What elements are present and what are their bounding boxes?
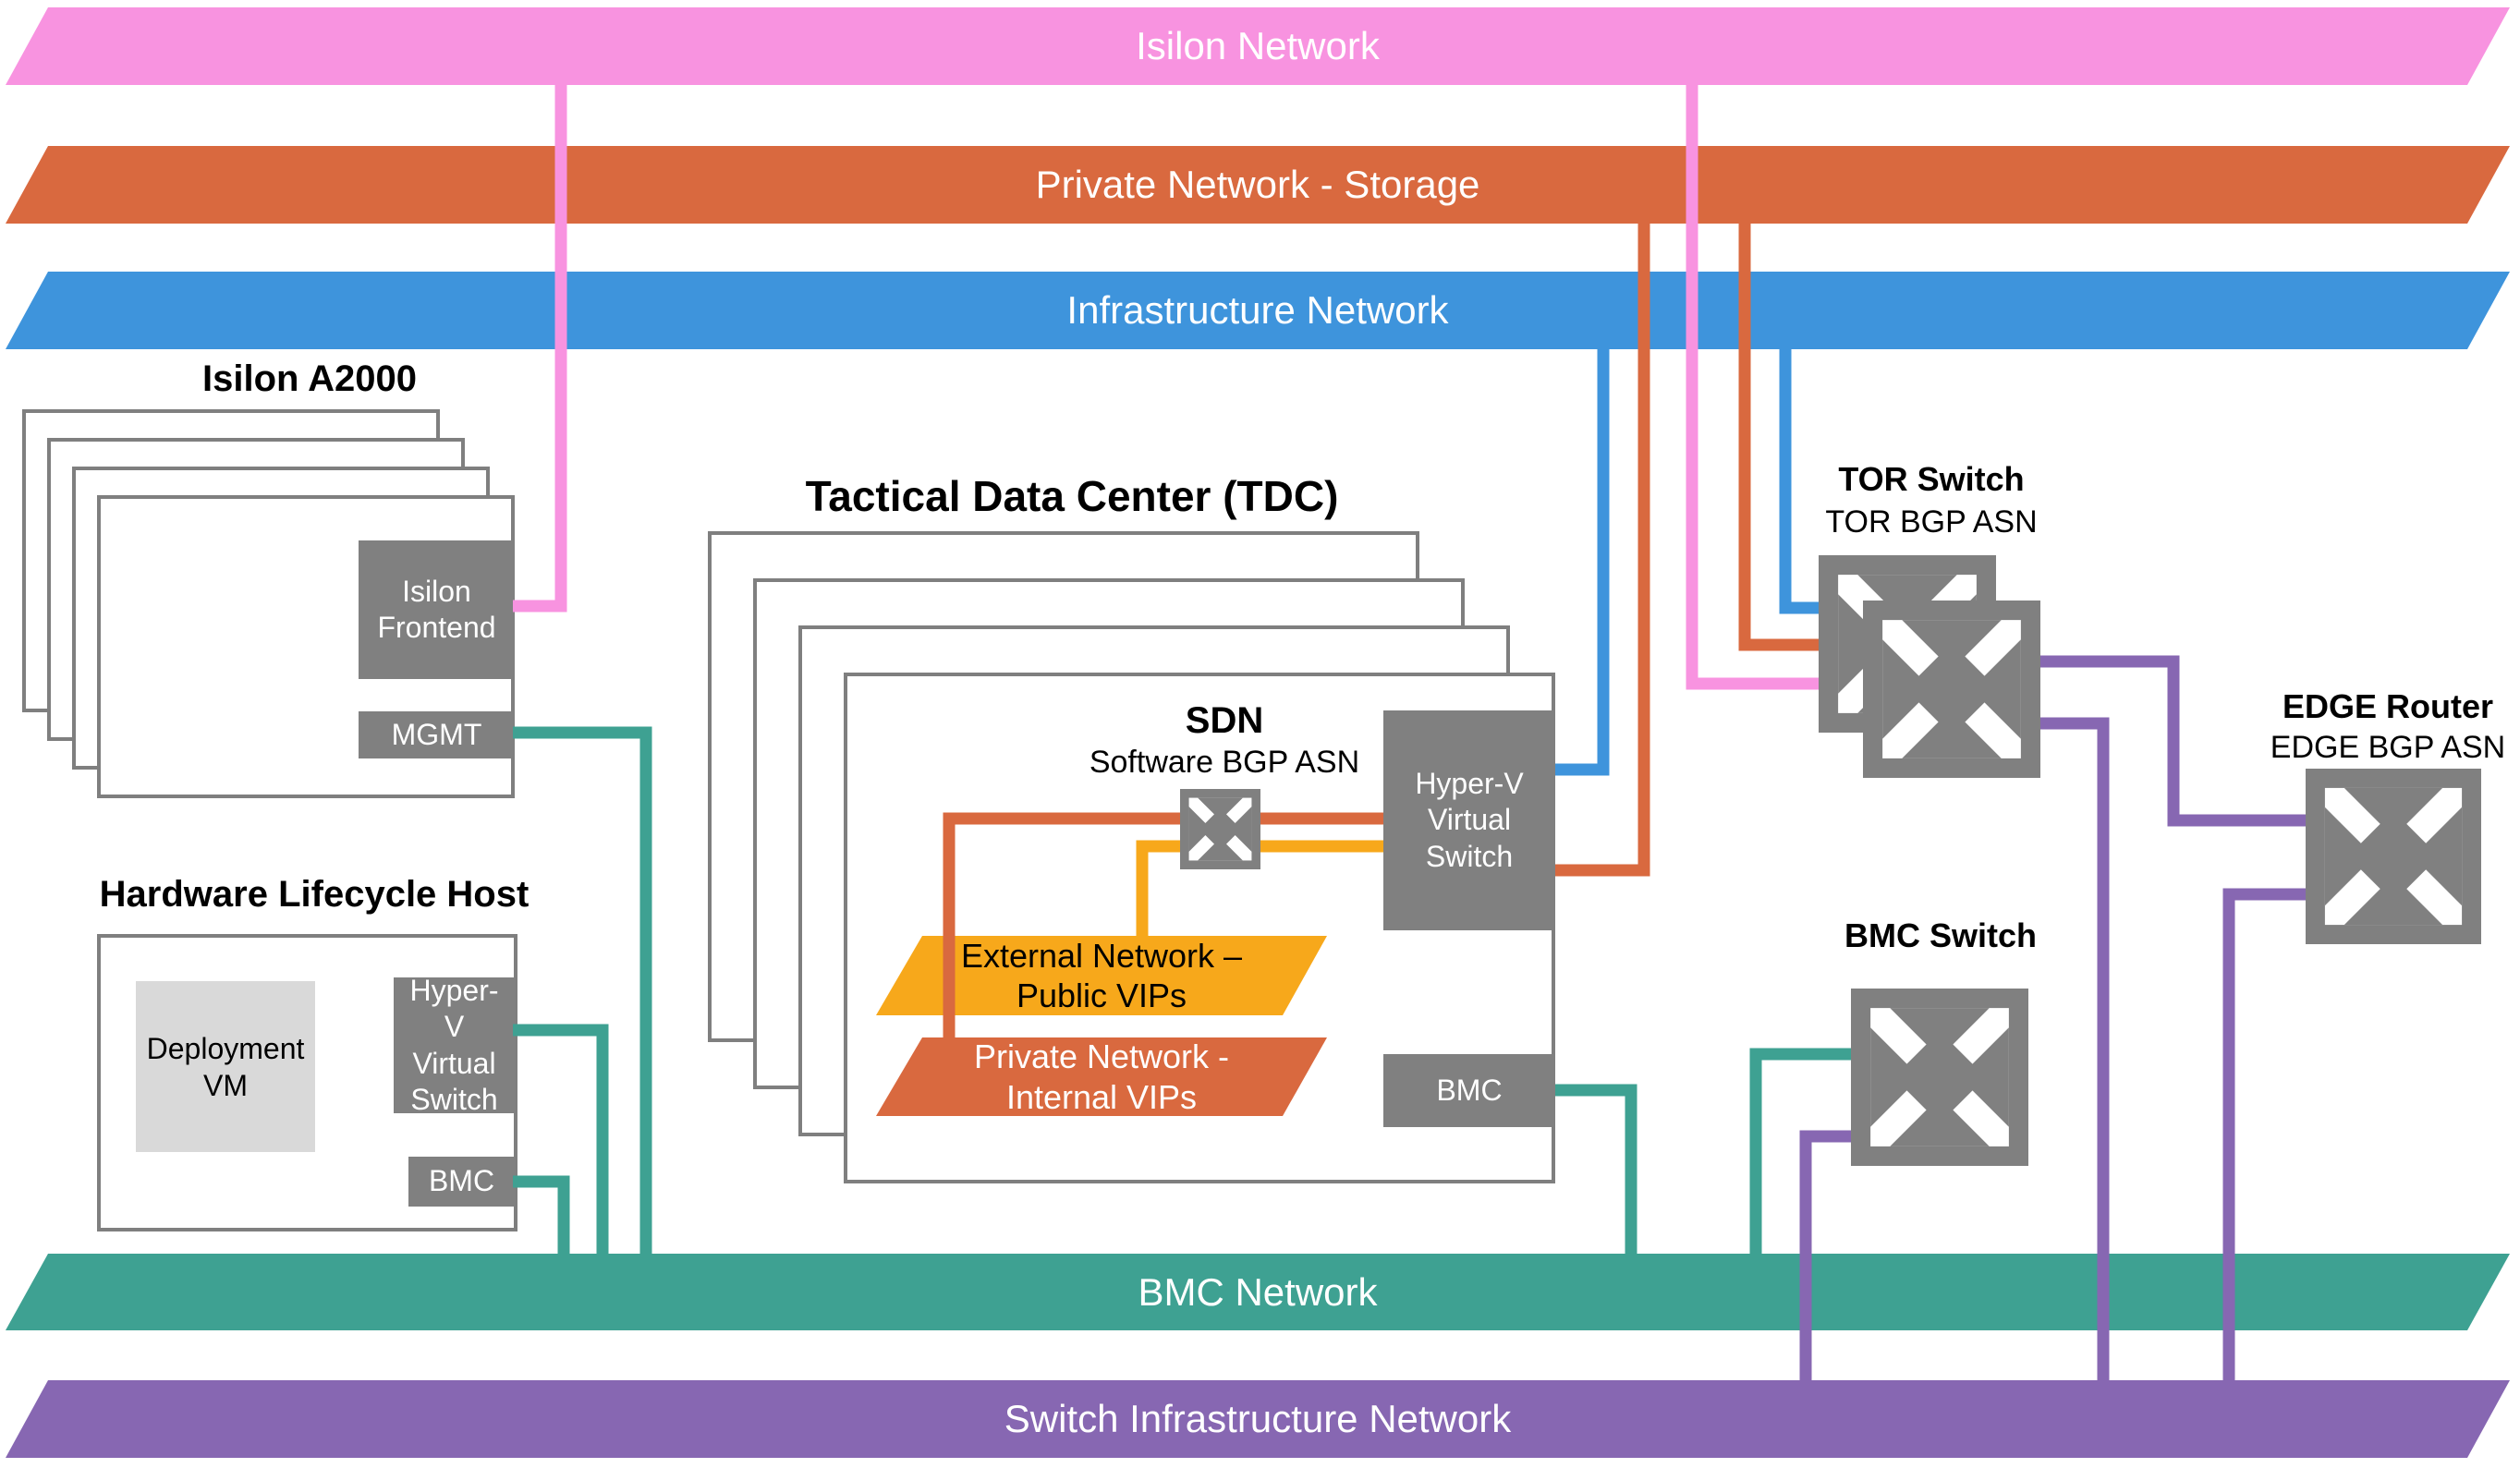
deployment-vm-box: Deployment VM <box>136 981 315 1152</box>
isilon-mgmt-box: MGMT <box>359 711 515 758</box>
tdc-hyperv-virtual-switch-box: Hyper-V Virtual Switch <box>1383 710 1555 930</box>
link-tdc-hyperv-to-infrastructure-network <box>1555 349 1610 776</box>
link-isilon-frontend-to-isilon-network <box>513 85 567 613</box>
link-bmc-network-to-bmc-switch <box>1749 1048 1867 1254</box>
banner-switch-infrastructure-network: Switch Infrastructure Network <box>6 1380 2510 1458</box>
tor-switch-subtitle: TOR BGP ASN <box>1825 504 2038 540</box>
hardware-lifecycle-host-title: Hardware Lifecycle Host <box>99 874 530 915</box>
link-tor-switch-to-edge-router <box>2038 655 2310 827</box>
link-hlh-hyperv-to-bmc-network <box>513 1024 609 1254</box>
sdn-title: SDN <box>1185 700 1264 741</box>
hlh-hyperv-virtual-switch-box: Hyper-V Virtual Switch <box>394 974 515 1116</box>
private-network-internal-vips: Private Network - Internal VIPs <box>876 1037 1327 1116</box>
link-isilon-network-to-tor-switch <box>1686 85 1839 690</box>
banner-bmc-network: BMC Network <box>6 1254 2510 1330</box>
link-tor-switch-to-switch-infrastructure-network <box>2038 717 2110 1380</box>
link-private-storage-network-to-tor-switch <box>1738 224 1839 651</box>
banner-label: Isilon Network <box>1136 24 1380 67</box>
sdn-switch-icon <box>1180 789 1260 869</box>
edge-router-title: EDGE Router <box>2282 687 2494 725</box>
banner-private-network-storage: Private Network - Storage <box>6 146 2510 224</box>
isilon-a2000-title: Isilon A2000 <box>202 358 417 399</box>
link-mgmt-to-bmc-network <box>513 726 652 1254</box>
edge-router-subtitle: EDGE BGP ASN <box>2270 730 2506 765</box>
isilon-frontend-box: Isilon Frontend <box>359 540 515 679</box>
tor-switch-icon-front <box>1863 601 2040 778</box>
link-edge-router-to-switch-infrastructure-network <box>2222 888 2310 1380</box>
bmc-switch-title: BMC Switch <box>1844 916 2037 954</box>
banner-infrastructure-network: Infrastructure Network <box>6 272 2510 349</box>
banner-label: Switch Infrastructure Network <box>1004 1397 1512 1440</box>
link-tdc-hyperv-to-private-storage-network <box>1555 224 1650 877</box>
banner-label: Private Network - Storage <box>1035 163 1480 206</box>
bmc-switch-icon <box>1851 989 2028 1166</box>
banner-label: BMC Network <box>1138 1269 1378 1314</box>
tor-switch-title: TOR Switch <box>1838 460 2025 498</box>
link-bmc-switch-to-switch-infrastructure-network <box>1799 1130 1867 1380</box>
link-external-vips-to-tdc-hyperv <box>1136 840 1383 938</box>
banner-isilon-network: Isilon Network <box>6 7 2510 85</box>
hlh-bmc-box: BMC <box>408 1157 515 1207</box>
link-tdc-bmc-to-bmc-network <box>1555 1084 1637 1254</box>
tdc-title: Tactical Data Center (TDC) <box>805 472 1339 520</box>
tdc-bmc-box: BMC <box>1383 1054 1555 1127</box>
link-hlh-bmc-to-bmc-network <box>513 1175 570 1254</box>
sdn-subtitle: Software BGP ASN <box>1089 745 1360 780</box>
edge-router-icon <box>2306 769 2481 944</box>
banner-label: Infrastructure Network <box>1066 288 1449 332</box>
